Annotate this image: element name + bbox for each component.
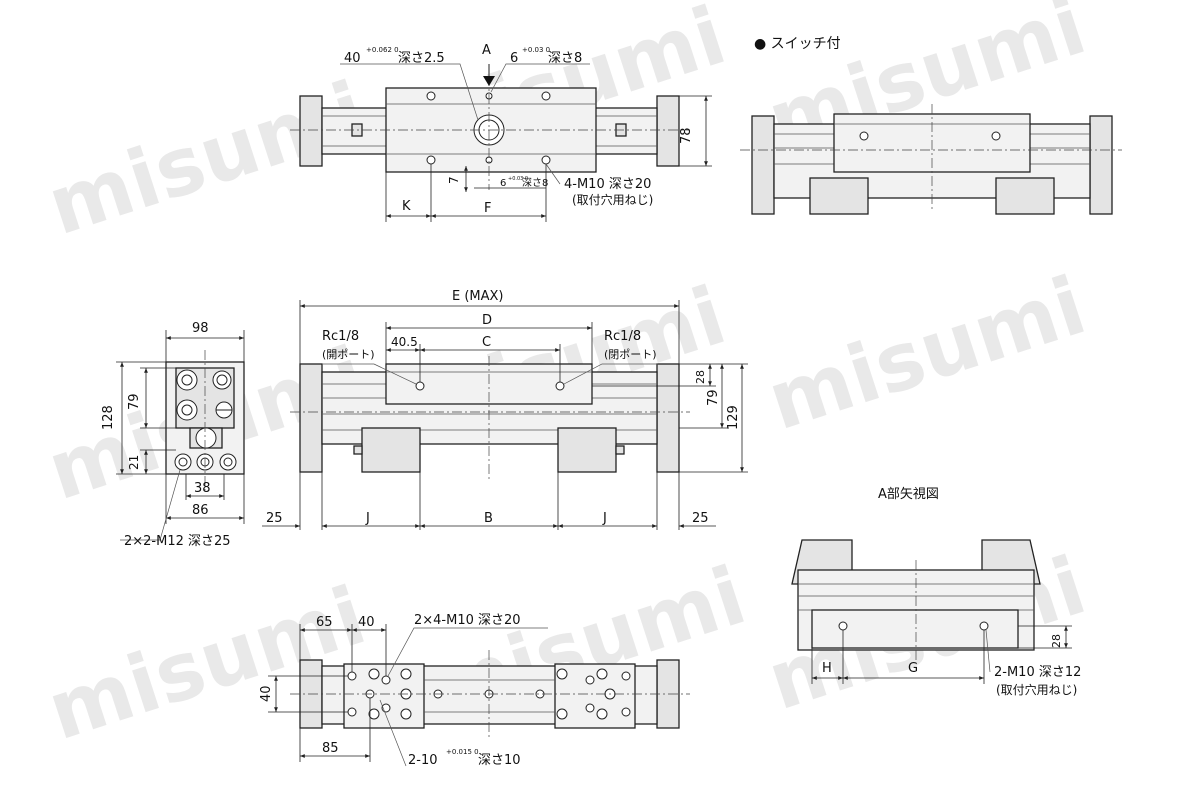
bottom-dim-40-top: 40: [358, 615, 375, 630]
top-dim-7: 7: [447, 176, 461, 184]
switch-view: [740, 104, 1122, 215]
front-port-right-note: (閉ポート): [604, 348, 657, 361]
top-callout-6-tol: +0.03 0: [522, 46, 550, 54]
side-dim-86: 86: [192, 503, 209, 518]
front-dim-40-5: 40.5: [391, 335, 418, 349]
side-dim-128: 128: [101, 405, 116, 430]
top-dim-k: K: [402, 199, 411, 214]
front-dim-b: B: [484, 511, 493, 526]
top-callout-m10: 4-M10 深さ20: [564, 177, 651, 192]
arrow-dim-h: H: [822, 661, 832, 676]
front-dim-79: 79: [706, 389, 721, 406]
top-callout-40-tol: +0.062 0: [366, 46, 399, 54]
arrow-dim-g: G: [908, 661, 918, 676]
top-callout-6-small-depth: 深さ8: [522, 177, 548, 189]
arrow-dim-28: 28: [1050, 634, 1063, 648]
top-dim-78: 78: [679, 127, 694, 144]
watermark-7: misumi: [37, 569, 376, 758]
top-callout-6-small-tol: +0.03 0: [508, 176, 528, 182]
top-label-a: A: [482, 43, 491, 58]
front-dim-25-right: 25: [692, 511, 709, 526]
switch-view-title: ● スイッチ付: [754, 36, 841, 52]
side-dim-21: 21: [127, 455, 141, 470]
watermark-1: misumi: [37, 64, 376, 253]
side-dim-79: 79: [127, 393, 142, 410]
bottom-callout-pin: 2-10: [408, 753, 438, 768]
side-dim-98: 98: [192, 321, 209, 336]
watermark-6: misumi: [757, 259, 1096, 448]
front-dim-j-left: J: [365, 511, 370, 526]
bottom-callout-pin-tol: +0.015 0: [446, 748, 479, 756]
front-dim-129: 129: [726, 405, 741, 430]
front-dim-c: C: [482, 335, 491, 350]
front-dim-e: E (MAX): [452, 289, 504, 304]
front-dim-25-left: 25: [266, 511, 283, 526]
front-dim-j-right: J: [602, 511, 607, 526]
top-callout-6-small: 6: [500, 178, 506, 189]
front-dim-d: D: [482, 313, 492, 328]
bottom-callout-m10: 2×4-M10 深さ20: [414, 613, 521, 628]
bottom-callout-pin-depth: 深さ10: [478, 753, 521, 768]
top-callout-m10-note: (取付穴用ねじ): [572, 192, 653, 207]
front-port-right: Rc1/8: [604, 329, 641, 344]
front-view: [262, 300, 748, 530]
arrow-view-title: A部矢視図: [878, 487, 939, 502]
bottom-dim-65: 65: [316, 615, 333, 630]
top-view: [290, 63, 712, 222]
top-dim-f: F: [484, 201, 491, 216]
top-callout-6-depth: 深さ8: [548, 51, 582, 66]
top-callout-40: 40: [344, 51, 361, 66]
side-view: [116, 330, 245, 541]
bottom-view: [268, 624, 690, 767]
side-dim-38: 38: [194, 481, 211, 496]
top-callout-6: 6: [510, 51, 518, 66]
arrow-view: [791, 539, 1072, 684]
front-port-left: Rc1/8: [322, 329, 359, 344]
front-port-left-note: (開ポート): [322, 348, 375, 361]
side-callout: 2×2-M12 深さ25: [124, 534, 231, 549]
arrow-callout-note: (取付穴用ねじ): [996, 682, 1077, 697]
arrow-callout: 2-M10 深さ12: [994, 665, 1081, 680]
front-dim-28: 28: [694, 370, 707, 384]
bottom-dim-40-side: 40: [259, 685, 274, 702]
bottom-dim-85: 85: [322, 741, 339, 756]
top-callout-40-depth: 深さ2.5: [398, 51, 445, 66]
